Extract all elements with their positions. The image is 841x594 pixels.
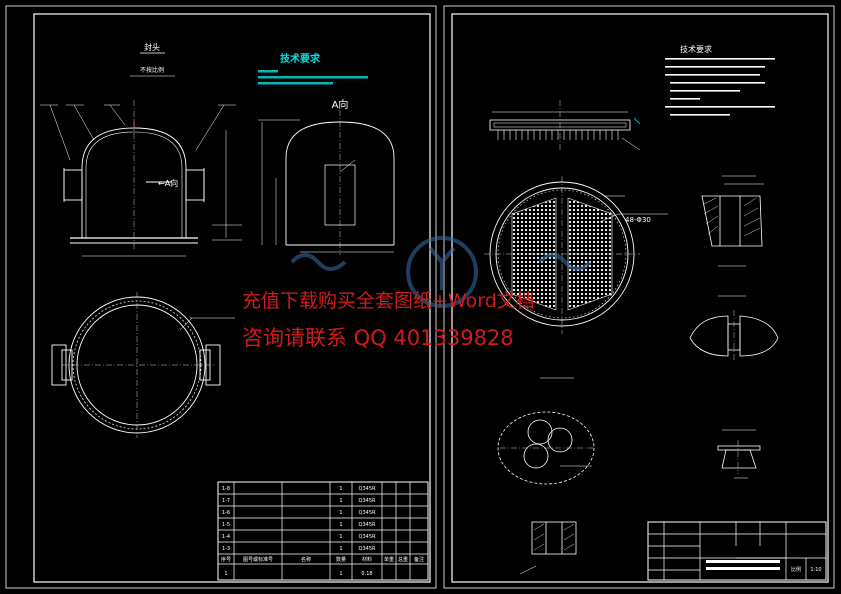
parts-row-id: 1-7 [222,498,230,504]
right-sheet [443,5,835,589]
left-sheet [5,5,437,589]
parts-row-id: 1-3 [222,546,230,552]
a-direction-view: A向 [258,98,395,255]
head-plan-view [51,292,235,438]
left-tech-requirements: 技术要求 [258,52,368,85]
parts-row-material: Q345R [359,498,376,504]
right-tech-title: 技术要求 [680,44,712,54]
watermark-line-1: 充值下载购买全套图纸+Word文档 [242,290,535,312]
parts-footer-scale: 0.18 [361,571,372,577]
parts-table-text: 1-8 1 Q345R 1-7 1 Q345R 1-6 1 Q345R 1-5 … [221,486,424,577]
parts-header-unit-weight: 单重 [384,556,394,563]
parts-header-total-weight: 总重 [398,556,408,563]
direction-arrow-label: ←A向 [158,178,178,188]
a-direction-title: A向 [332,98,349,111]
parts-row-id: 1-4 [222,534,230,540]
parts-row-material: Q345R [359,534,376,540]
detail-section-1 [701,175,764,247]
parts-table [217,481,429,581]
parts-row-qty: 1 [339,546,342,552]
tube-sheet-plan-view: 48-Φ30 [484,176,668,334]
parts-row-qty: 1 [339,498,342,504]
parts-row-id: 1-6 [222,510,230,516]
parts-header-remarks: 备注 [414,556,424,563]
tube-sheet-side-view [489,100,641,151]
detail-section-4 [717,429,761,479]
parts-footer-qty: 1 [339,571,342,577]
scale-value: 1:10 [810,567,821,573]
parts-row-qty: 1 [339,510,342,516]
right-sheet-inner-frame [451,13,829,583]
view-title: 封头 [144,42,160,52]
title-block-text: 比例 1:10 [706,560,822,573]
parts-row-qty: 1 [339,486,342,492]
right-sheet-outer-frame [443,5,835,589]
parts-row-qty: 1 [339,534,342,540]
parts-header-drawing-no: 图号或标准号 [243,556,273,563]
detail-section-3 [497,377,595,485]
head-elevation-view: 封头 不按比例 ←A向 [40,42,242,257]
parts-row-material: Q345R [359,510,376,516]
parts-header-id: 序号 [221,556,231,563]
parts-row-material: Q345R [359,522,376,528]
left-sheet-inner-frame [33,13,431,583]
right-tech-requirements: 技术要求 [665,44,775,116]
parts-row-id: 1-5 [222,522,230,528]
left-tech-title: 技术要求 [280,52,321,65]
parts-header-qty: 数量 [336,556,346,563]
parts-header-material: 材料 [362,556,372,563]
parts-row-material: Q345R [359,546,376,552]
detail-section-5 [519,521,577,575]
parts-header-name: 名称 [301,556,311,563]
detail-section-2 [689,265,779,360]
view-subtitle: 不按比例 [140,66,164,74]
logo-watermark [290,236,592,308]
title-block [647,521,827,581]
left-sheet-outer-frame [5,5,437,589]
parts-row-material: Q345R [359,486,376,492]
tube-count-label: 48-Φ30 [625,216,651,224]
scale-label: 比例 [791,566,801,573]
parts-row-id: 1-8 [222,486,230,492]
parts-row-qty: 1 [339,522,342,528]
parts-footer-id: 1 [224,571,227,577]
watermark-line-2: 咨询请联系 QQ 401339828 [242,326,514,350]
